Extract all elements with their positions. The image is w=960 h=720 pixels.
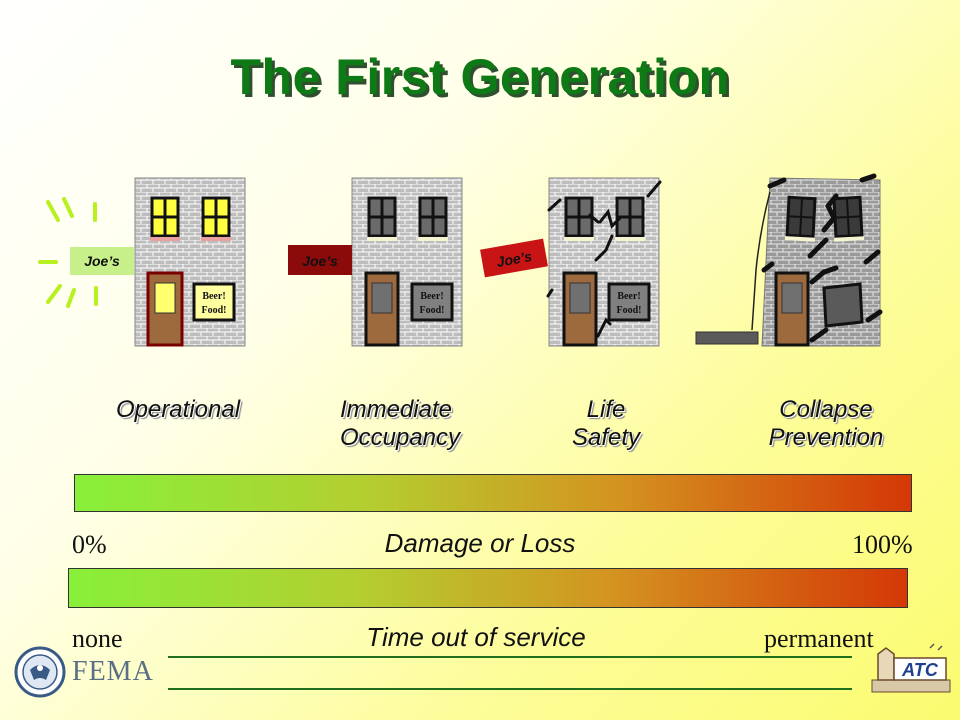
beer-food-window: Beer! Food! <box>192 282 236 322</box>
service-axis-title: Time out of service <box>366 622 586 652</box>
divider-line <box>168 688 852 690</box>
door <box>146 271 184 347</box>
beer-food-window: Beer! Food! <box>607 282 651 322</box>
building-immediate-occupancy: Beer! Food! Joe’s <box>288 177 463 347</box>
label-line-1: Immediate <box>339 396 453 423</box>
window-dark <box>564 196 594 241</box>
beer-text: Beer! <box>617 291 640 302</box>
door <box>364 271 400 347</box>
light-rays-icon <box>38 197 98 308</box>
service-gradient-bar <box>68 568 908 608</box>
beer-food-window: Beer! Food! <box>410 282 454 322</box>
label-line-1: Collapse <box>779 396 873 423</box>
window-broken <box>832 195 865 242</box>
building-operational: Beer! Food! Joe’s <box>38 177 246 347</box>
window-dark <box>418 196 448 241</box>
label-line-1: Life <box>586 396 626 423</box>
crack-lines <box>546 180 662 338</box>
joes-sign-tilted: Joe’s <box>480 238 548 278</box>
damage-axis-title: Damage or Loss <box>384 528 576 558</box>
label-collapse-prevention: Collapse Prevention <box>726 396 926 452</box>
damage-min-label: 0% <box>72 530 107 559</box>
fema-logo-text: FEMA <box>72 656 154 687</box>
fallen-sign <box>695 331 759 345</box>
sign-text: Joe’s <box>495 248 533 270</box>
door <box>774 271 810 347</box>
beer-text: Beer! <box>420 291 443 302</box>
sign-text: Joe’s <box>84 253 120 269</box>
joes-sign-dark: Joe’s <box>288 245 352 275</box>
dangling-wire <box>751 191 771 331</box>
damage-gradient-bar <box>74 474 912 512</box>
beer-text: Beer! <box>202 291 225 302</box>
crack-lines <box>761 173 883 343</box>
label-line-2: Occupancy <box>339 424 461 451</box>
label-operational: Operational <box>78 396 278 424</box>
service-max-label: permanent <box>764 624 874 653</box>
sign-text: Joe’s <box>302 253 338 269</box>
window-dark <box>615 196 645 241</box>
slide-title: The First Generation <box>230 49 730 105</box>
damage-max-label: 100% <box>852 530 913 559</box>
atc-logo-icon: ATC <box>871 643 951 693</box>
joes-sign-lit: Joe’s <box>70 247 134 275</box>
window-lit <box>150 196 180 241</box>
window-fallen <box>822 282 864 328</box>
label-line-2: Safety <box>571 424 641 451</box>
label-life-safety: Life Safety <box>506 396 706 452</box>
building-collapse-prevention <box>695 173 883 347</box>
building-life-safety: Beer! Food! Joe’s <box>480 177 662 347</box>
food-text: Food! <box>202 305 227 316</box>
service-min-label: none <box>72 624 123 653</box>
dhs-seal-icon <box>14 646 66 698</box>
door <box>562 271 598 347</box>
label-immediate-occupancy: Immediate Occupancy <box>296 396 496 452</box>
window-lit <box>201 196 231 241</box>
food-text: Food! <box>617 305 642 316</box>
window-broken <box>784 195 817 242</box>
divider-line <box>168 656 852 658</box>
label-line-2: Prevention <box>768 424 884 451</box>
atc-logo-text: ATC <box>901 660 939 680</box>
food-text: Food! <box>420 305 445 316</box>
label-line-1: Operational <box>115 396 241 423</box>
window-dark <box>367 196 397 241</box>
